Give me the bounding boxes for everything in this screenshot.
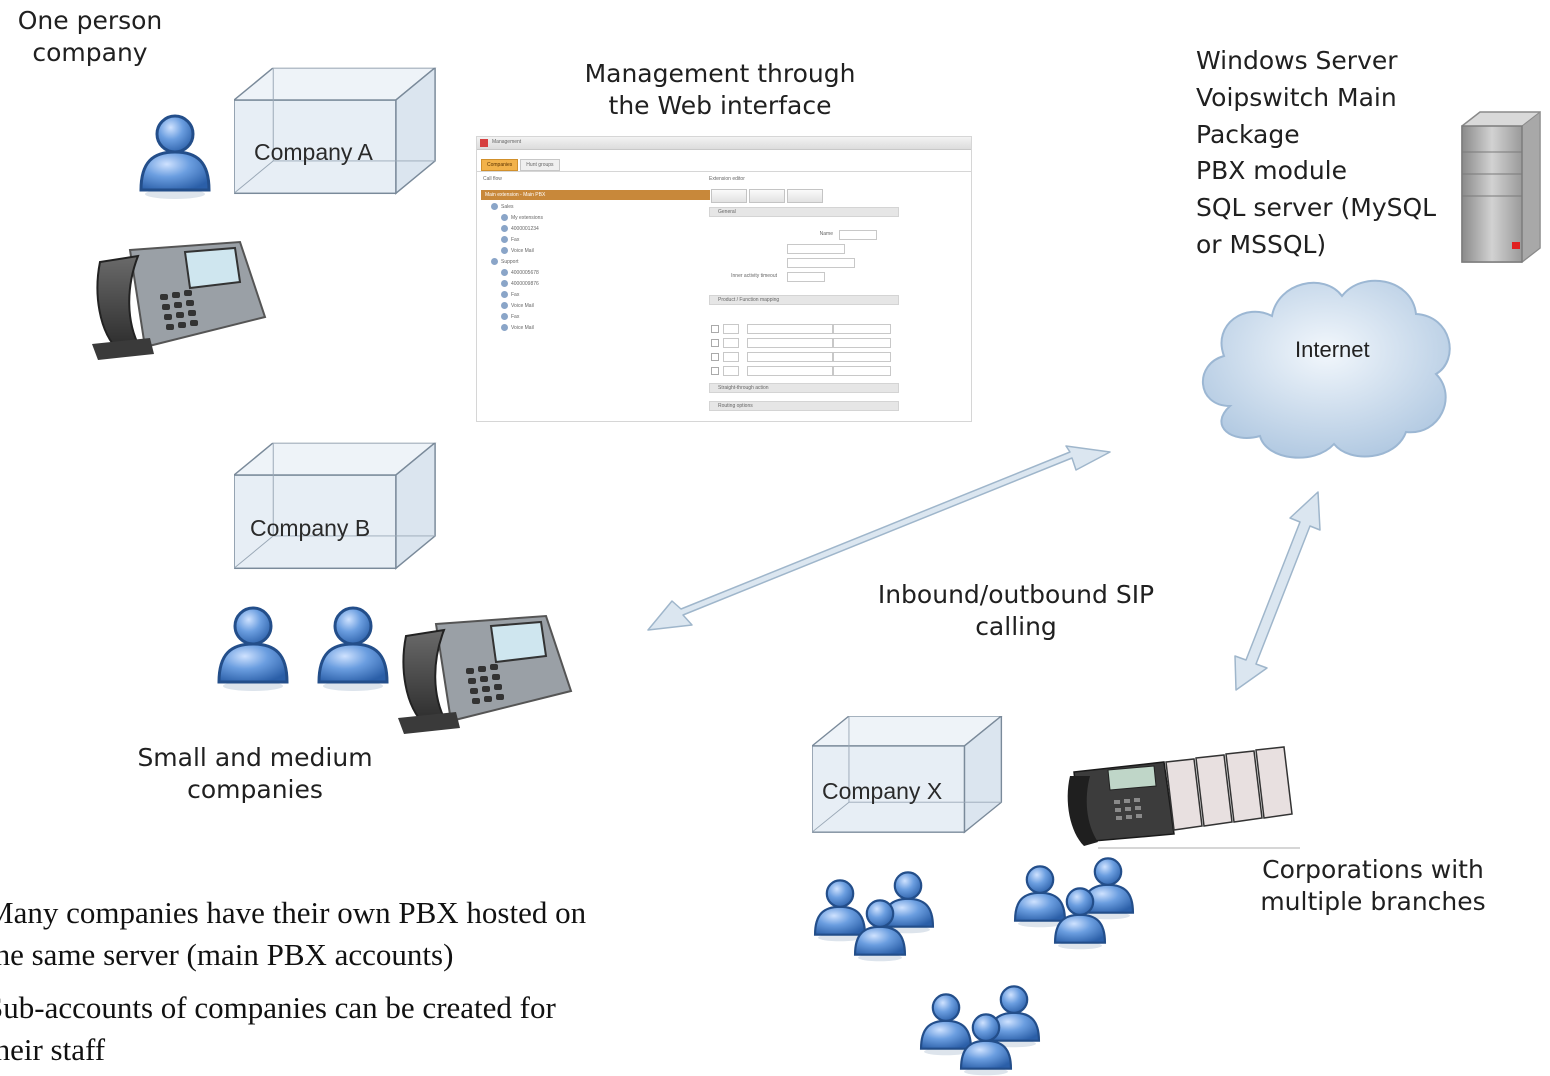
- bullet-line4: their staff: [0, 1031, 106, 1067]
- internet-label: Internet: [1295, 337, 1370, 362]
- one-person-line2: company: [32, 38, 148, 68]
- server-icon: [1461, 110, 1541, 264]
- sip-line1: Inbound/outbound SIP: [877, 580, 1155, 609]
- bullet-text: Many companies have their own PBX hosted…: [0, 892, 586, 1070]
- person-icon: [958, 1010, 1014, 1076]
- one-person-label: One person company: [0, 3, 180, 72]
- company-a-label: Company A: [254, 139, 373, 165]
- corporations-line1: Corporations with: [1262, 855, 1484, 884]
- management-line2: the Web interface: [608, 91, 832, 121]
- bullet-line3: Sub-accounts of companies can be created…: [0, 990, 556, 1026]
- small-medium-line2: companies: [187, 775, 323, 805]
- one-person-line1: One person: [17, 6, 163, 35]
- server-line5: SQL server (MySQL: [1196, 193, 1437, 222]
- sip-line2: calling: [975, 612, 1057, 642]
- server-line2: Voipswitch Main: [1196, 82, 1397, 112]
- conference-phone-icon: [1067, 746, 1300, 849]
- server-line4: PBX module: [1196, 156, 1347, 186]
- server-line1: Windows Server: [1196, 46, 1398, 75]
- company-x-label: Company X: [822, 778, 943, 804]
- corporations-label: Corporations with multiple branches: [1240, 852, 1506, 921]
- server-line6: or MSSQL): [1196, 229, 1327, 259]
- company-x-cube-icon: [812, 716, 1006, 834]
- corporations-line2: multiple branches: [1260, 887, 1486, 917]
- small-medium-line1: Small and medium: [137, 743, 373, 772]
- bullet-line1: Many companies have their own PBX hosted…: [0, 895, 587, 930]
- management-label: Management through the Web interface: [580, 56, 860, 125]
- cloud-icon: [1201, 279, 1451, 459]
- small-medium-label: Small and medium companies: [110, 740, 400, 809]
- management-line1: Management through: [584, 59, 856, 88]
- sip-calling-label: Inbound/outbound SIP calling: [868, 577, 1164, 646]
- person-icon: [852, 896, 908, 962]
- server-description: Windows Server Voipswitch Main Package P…: [1196, 43, 1436, 264]
- company-b-label: Company B: [250, 515, 371, 541]
- server-line3: Package: [1196, 119, 1300, 149]
- person-icon: [1052, 884, 1108, 950]
- bullet-line2: the same server (main PBX accounts): [0, 936, 454, 972]
